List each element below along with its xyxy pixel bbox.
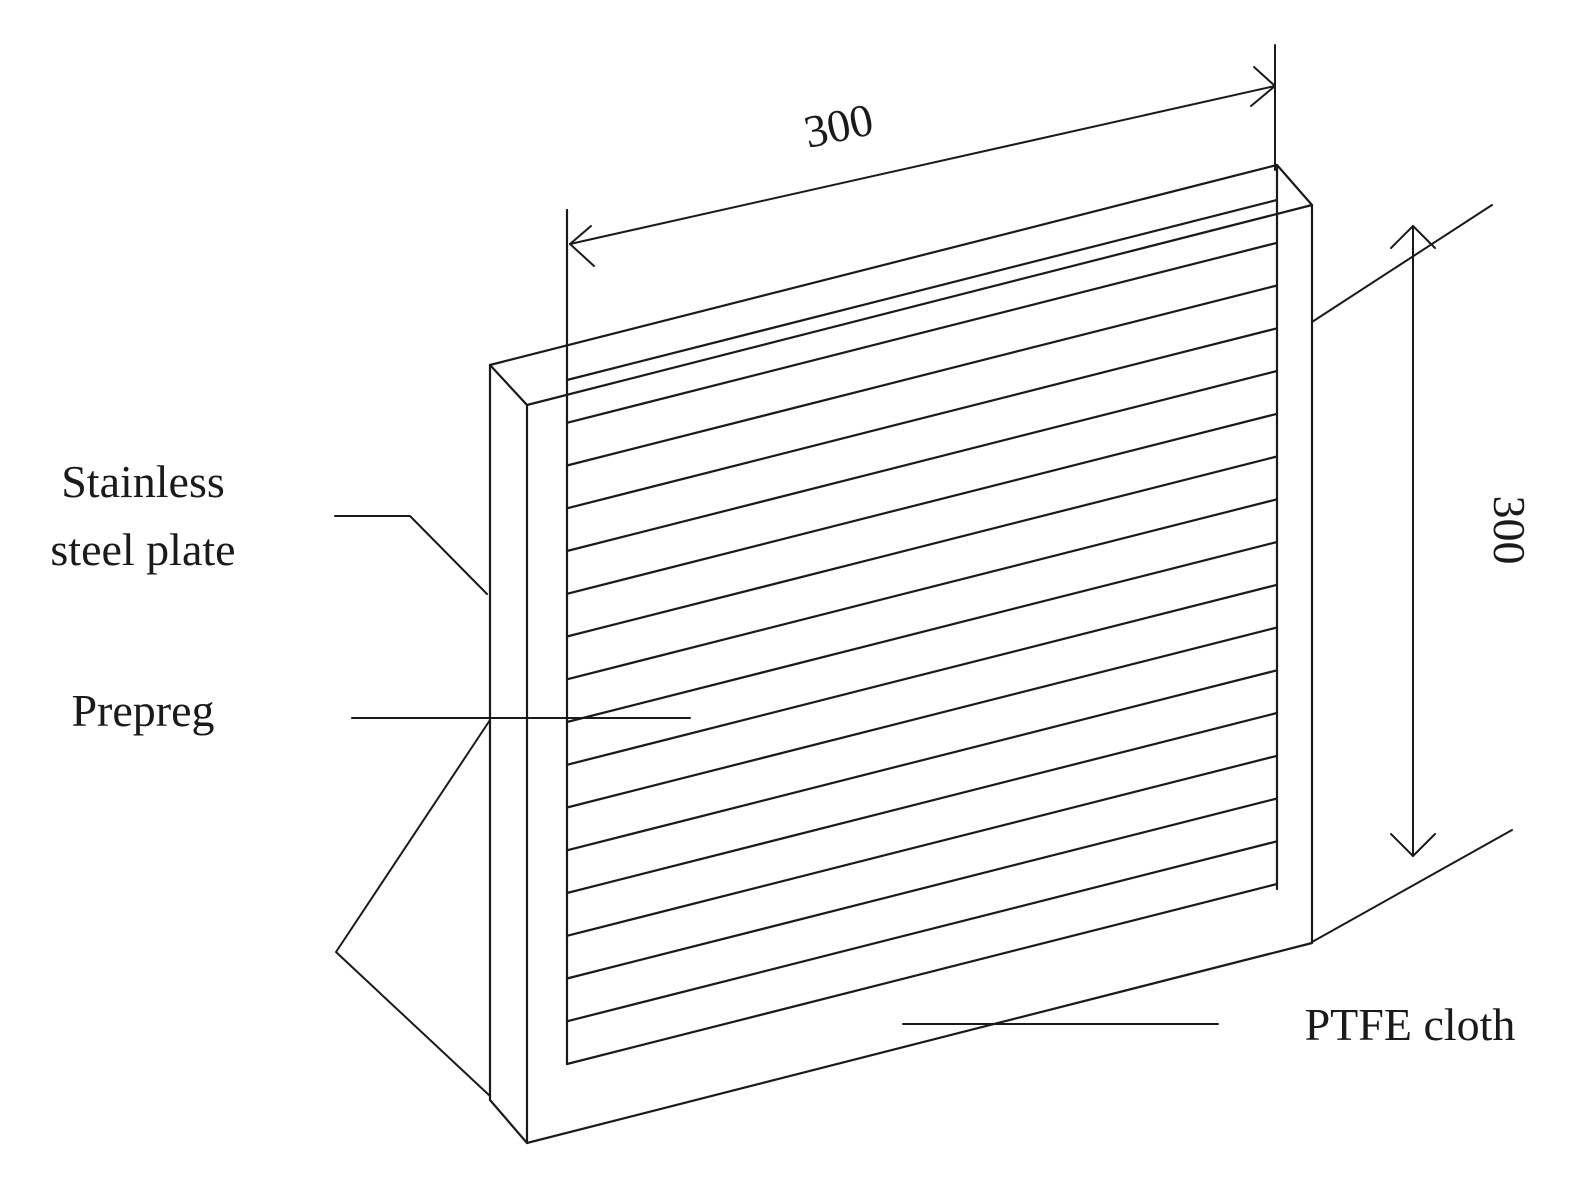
ptfe-cloth-label: PTFE cloth — [1305, 999, 1516, 1050]
width-arrow-left — [569, 225, 595, 267]
prepreg-layer-line — [565, 498, 1279, 681]
height-dimension-label: 300 — [1484, 496, 1535, 565]
prepreg-layer-line — [565, 583, 1279, 766]
prepreg-layer-line — [565, 882, 1279, 1066]
height-extension-bottom — [1311, 829, 1513, 943]
stainless-label-line1: Stainless — [61, 456, 225, 507]
width-dimension-label: 300 — [799, 94, 877, 158]
plate-left-face — [488, 363, 529, 1145]
prepreg-layer-line — [565, 797, 1279, 980]
stainless-label-line2: steel plate — [50, 524, 235, 575]
height-extension-top — [1311, 204, 1493, 323]
plate-front-face — [525, 203, 1314, 1145]
prepreg-layer-line — [565, 840, 1279, 1023]
width-dimension-line — [569, 85, 1276, 245]
height-dimension: 300 — [1311, 204, 1535, 943]
stainless-steel-plate — [488, 163, 1314, 1145]
prepreg-layer-line — [565, 412, 1279, 595]
prepreg-layer-line — [565, 754, 1279, 937]
prepreg-layer-line — [565, 369, 1279, 553]
prepreg-layer-line — [565, 284, 1279, 467]
prepreg-layer-line — [565, 626, 1279, 809]
height-arrow-bottom — [1390, 833, 1436, 857]
prepreg-layer-line — [565, 455, 1279, 638]
prepreg-layer-line — [565, 198, 1279, 382]
prepreg-stack — [565, 198, 1279, 1066]
height-arrow-top — [1390, 225, 1436, 249]
ptfe-leader-line — [335, 719, 491, 1097]
prepreg-layer-line — [565, 241, 1279, 424]
prepreg-layer-line — [565, 327, 1279, 510]
plate-top-face — [488, 163, 1314, 407]
prepreg-layer-line — [565, 669, 1279, 852]
prepreg-label: Prepreg — [71, 685, 214, 736]
stainless-leader-line — [334, 515, 488, 595]
prepreg-layer-line — [565, 711, 1279, 895]
prepreg-layer-line — [565, 540, 1279, 724]
width-dimension: 300 — [569, 44, 1276, 267]
